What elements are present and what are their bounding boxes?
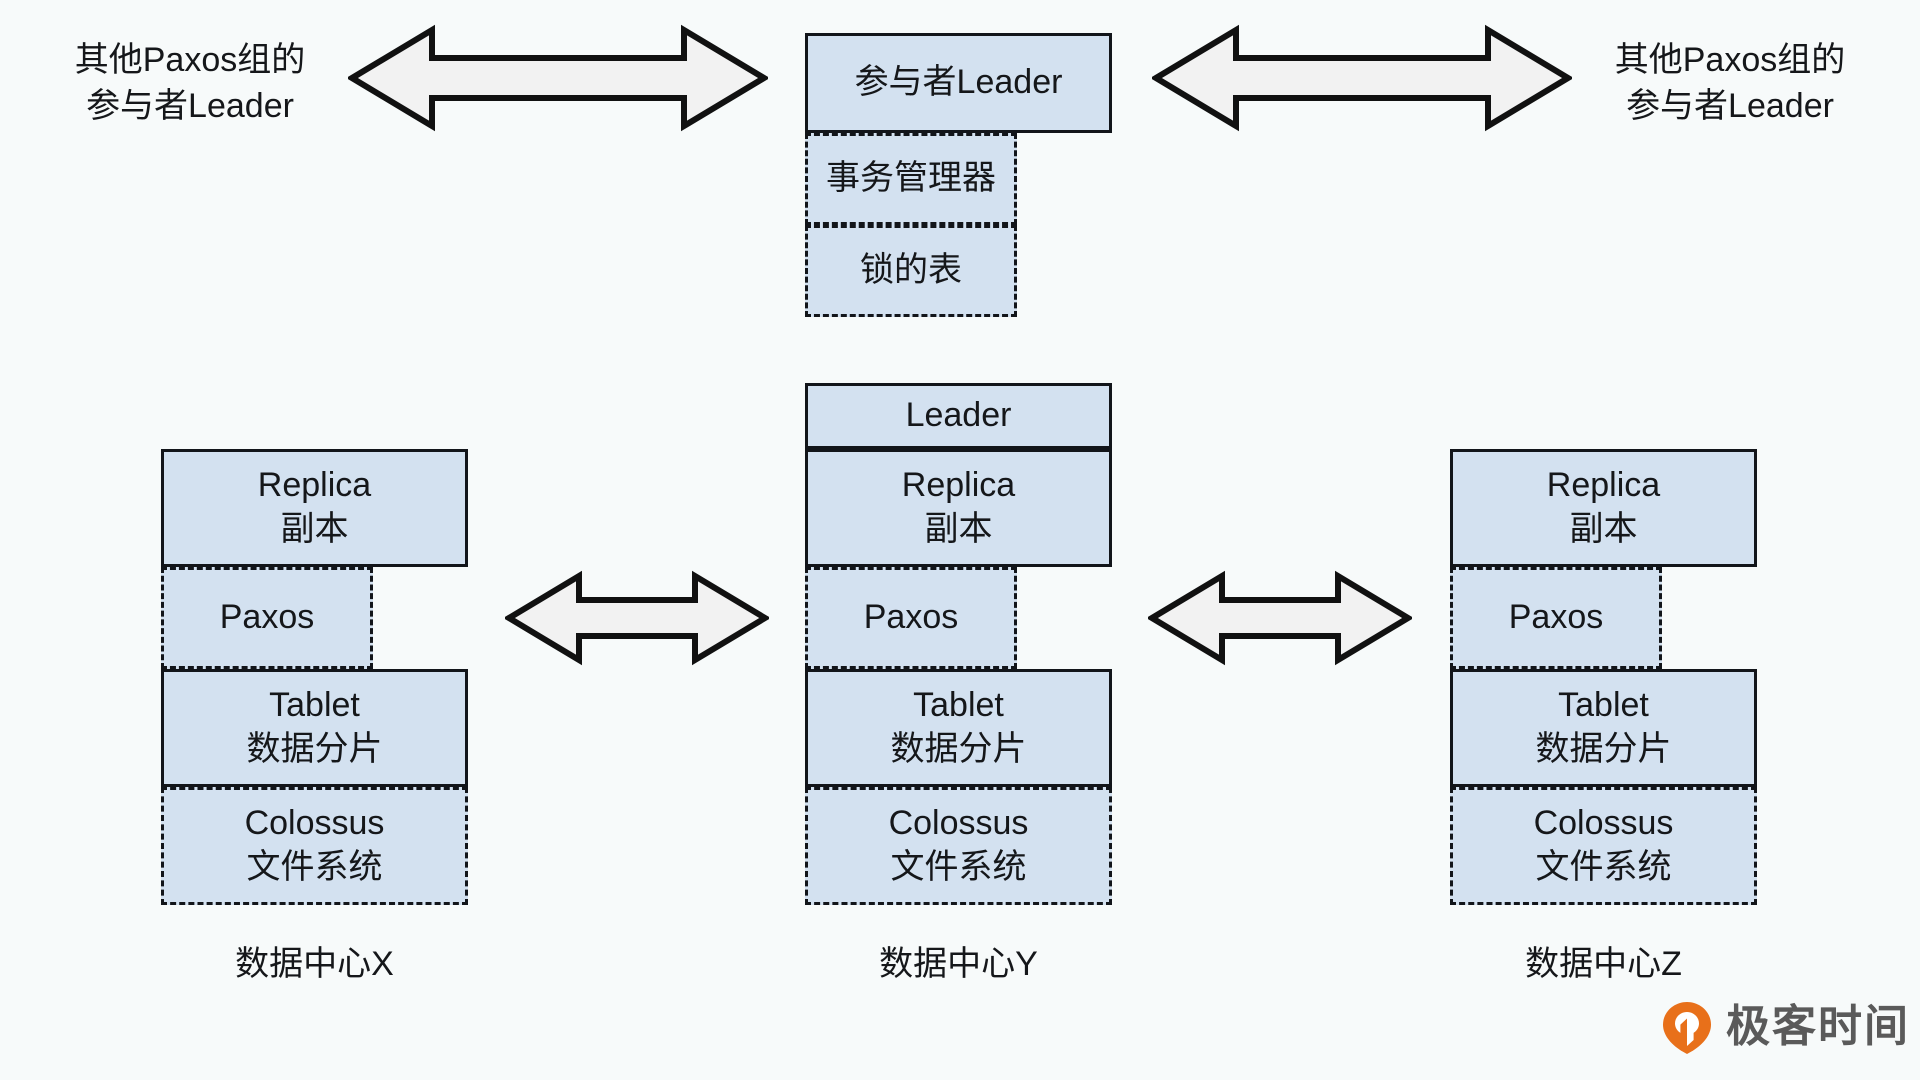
geektime-mark-icon: [1660, 1000, 1714, 1054]
dc-y-tablet-line2: 数据分片: [890, 730, 1027, 768]
dc-x-tablet-line1: Tablet: [269, 686, 360, 725]
dc-y-leader-line1: Leader: [905, 396, 1012, 435]
peer-label-right: 其他Paxos组的 参与者Leader: [1614, 41, 1846, 125]
dc-z-layer-paxos[interactable]: Paxos: [1450, 567, 1662, 669]
dc-y-layer-transaction-manager[interactable]: 事务管理器: [805, 133, 1017, 225]
dc-x-colossus-line2: 文件系统: [246, 848, 383, 886]
dc-x-layer-paxos[interactable]: Paxos: [161, 567, 373, 669]
dc-y-layer-replica[interactable]: Replica 副本: [805, 449, 1112, 567]
dc-y-layer-paxos[interactable]: Paxos: [805, 567, 1017, 669]
dc-y-layer-colossus[interactable]: Colossus 文件系统: [805, 787, 1112, 905]
arrow-top-right: [1152, 22, 1572, 134]
dc-z-layer-replica[interactable]: Replica 副本: [1450, 449, 1757, 567]
dc-x-layer-replica[interactable]: Replica 副本: [161, 449, 468, 567]
dc-x-paxos-line1: Paxos: [219, 598, 315, 637]
dc-z-paxos-line1: Paxos: [1508, 598, 1604, 637]
dc-z-colossus-line2: 文件系统: [1535, 848, 1672, 886]
geektime-logo: 极客时间: [1660, 1000, 1910, 1054]
dc-y-transaction-manager-line1: 事务管理器: [826, 159, 996, 198]
dc-y-replica-line2: 副本: [924, 510, 993, 548]
dc-x-replica-line1: Replica: [257, 466, 372, 505]
dc-z-layer-tablet[interactable]: Tablet 数据分片: [1450, 669, 1757, 787]
dc-y-replica-line1: Replica: [901, 466, 1016, 505]
dc-z-layer-colossus[interactable]: Colossus 文件系统: [1450, 787, 1757, 905]
dc-y-tablet-line1: Tablet: [913, 686, 1004, 725]
dc-x-replica-line2: 副本: [280, 510, 349, 548]
dc-z-replica-line2: 副本: [1569, 510, 1638, 548]
dc-y-layer-tablet[interactable]: Tablet 数据分片: [805, 669, 1112, 787]
dc-x-tablet-line2: 数据分片: [246, 730, 383, 768]
dc-y-label: 数据中心Y: [879, 945, 1038, 983]
dc-y-lock-table-line1: 锁的表: [860, 251, 962, 290]
dc-y-paxos-line1: Paxos: [863, 598, 959, 637]
dc-z-colossus-line1: Colossus: [1533, 804, 1674, 843]
dc-z-replica-line1: Replica: [1546, 466, 1661, 505]
dc-z-tablet-line1: Tablet: [1558, 686, 1649, 725]
dc-y-layer-lock-table[interactable]: 锁的表: [805, 225, 1017, 317]
dc-z-tablet-line2: 数据分片: [1535, 730, 1672, 768]
dc-y-colossus-line2: 文件系统: [890, 848, 1027, 886]
peer-label-left: 其他Paxos组的 参与者Leader: [74, 41, 306, 125]
arrow-mid-left: [505, 570, 769, 666]
geektime-logo-text: 极客时间: [1726, 1002, 1910, 1051]
dc-x-layer-tablet[interactable]: Tablet 数据分片: [161, 669, 468, 787]
dc-x-label: 数据中心X: [235, 945, 394, 983]
dc-y-participant-leader-line1: 参与者Leader: [854, 63, 1063, 102]
dc-y-colossus-line1: Colossus: [888, 804, 1029, 843]
dc-y-layer-leader[interactable]: Leader: [805, 383, 1112, 449]
dc-x-colossus-line1: Colossus: [244, 804, 385, 843]
dc-z-label: 数据中心Z: [1525, 945, 1682, 983]
arrow-mid-right: [1148, 570, 1412, 666]
dc-x-layer-colossus[interactable]: Colossus 文件系统: [161, 787, 468, 905]
arrow-top-left: [348, 22, 768, 134]
dc-y-layer-participant-leader[interactable]: 参与者Leader: [805, 33, 1112, 133]
